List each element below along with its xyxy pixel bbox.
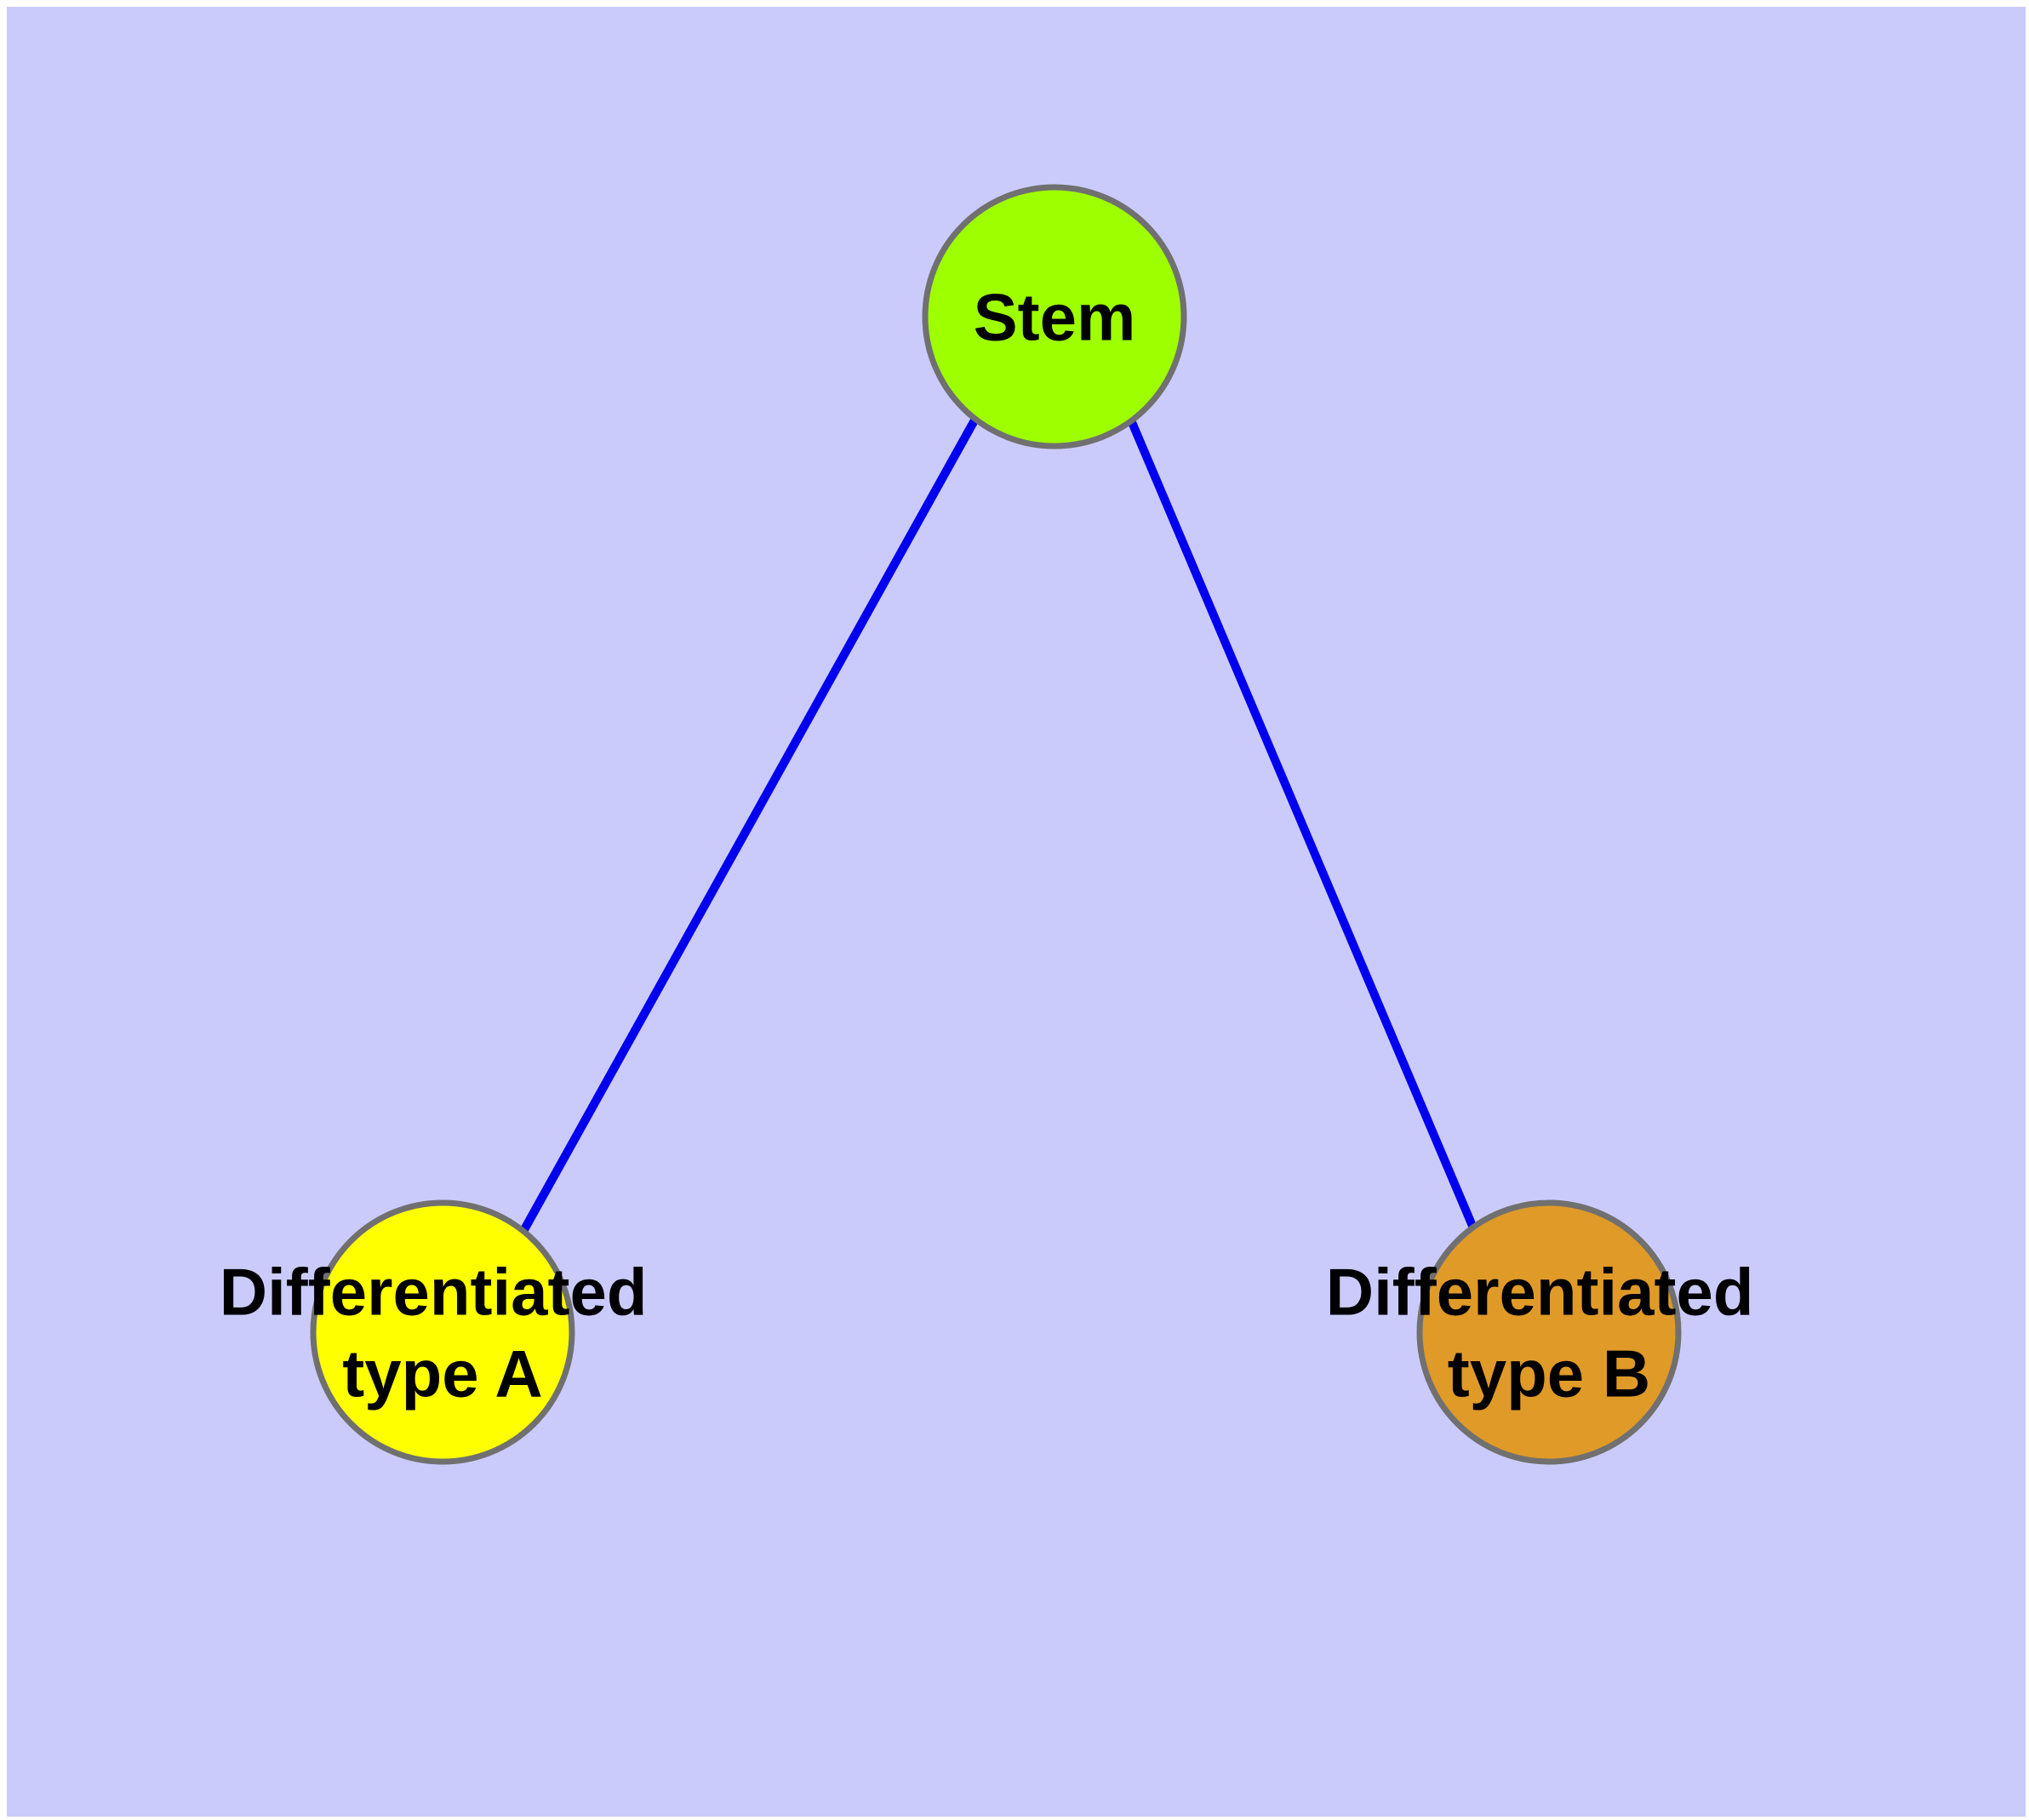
node-diff-a-label-line-1: Differentiated — [220, 1254, 648, 1329]
edge-stem-to-diff-a-geom — [518, 416, 980, 1235]
node-diff-b-label-line-1: Differentiated — [1326, 1254, 1754, 1329]
node-diff-b-label: Differentiated type B — [1326, 1254, 1772, 1411]
node-diff-a-circle[interactable] — [310, 1199, 575, 1465]
node-stem-label: Stem — [974, 279, 1136, 354]
node-diff-b-label-line-2: type B — [1448, 1336, 1650, 1411]
node-diff-b-circle[interactable] — [1416, 1199, 1682, 1465]
node-stem-label-line-1: Stem — [974, 279, 1136, 354]
edge-group — [518, 415, 1477, 1235]
node-diff-a-label: Differentiated type A — [220, 1254, 666, 1411]
edge-stem-to-diff-b[interactable] — [1125, 415, 1477, 1228]
node-fill-group — [310, 184, 1682, 1465]
node-diff-a-label-line-2: type A — [342, 1336, 543, 1411]
node-label-group: Stem Differentiated type A Differentiate… — [220, 279, 1772, 1411]
node-stem-circle[interactable] — [922, 184, 1187, 449]
